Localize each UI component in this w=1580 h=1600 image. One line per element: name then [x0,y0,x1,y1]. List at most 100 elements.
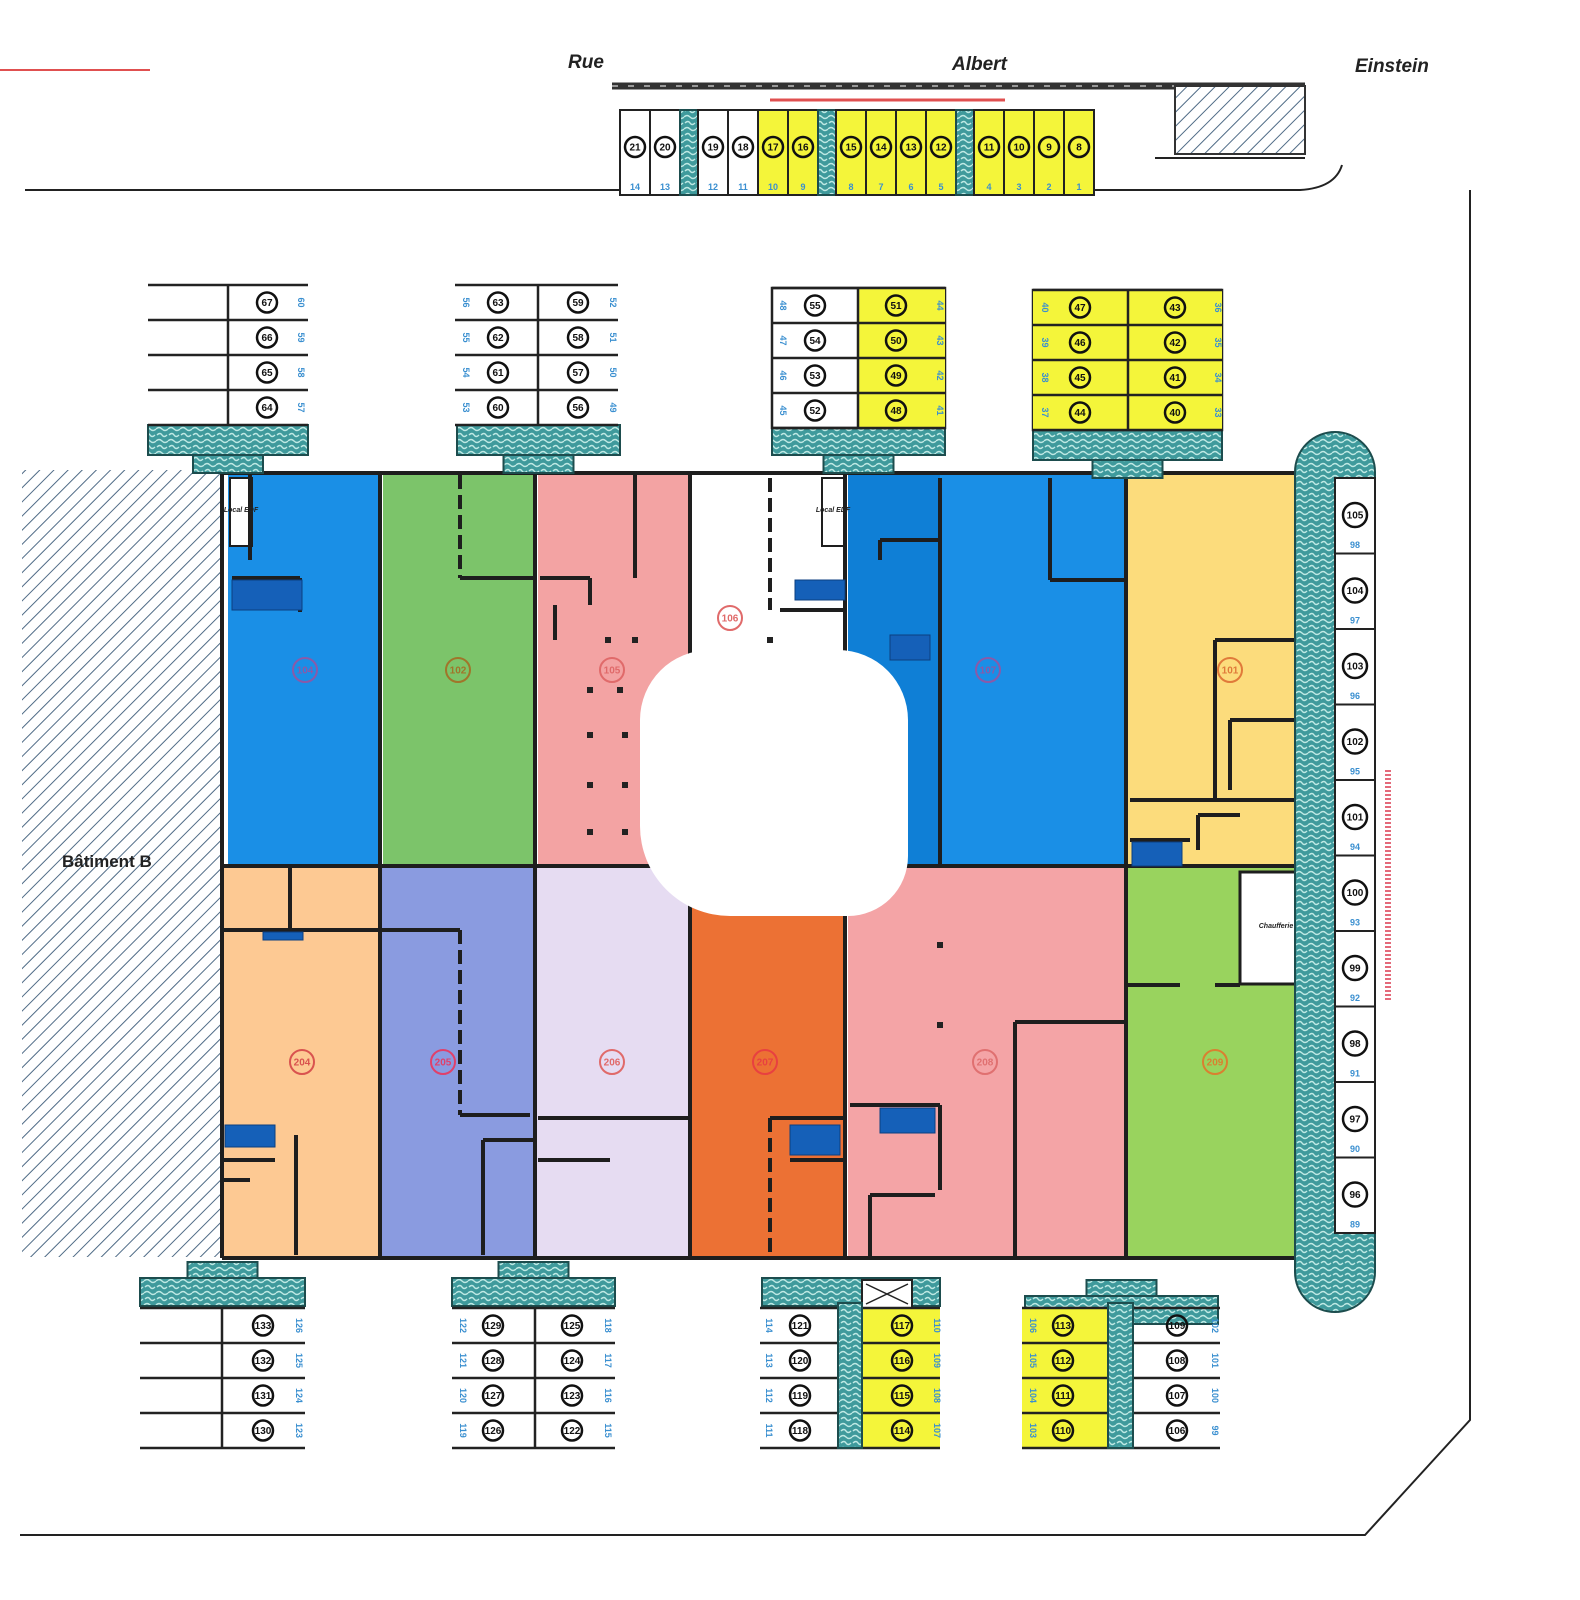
parking-number: 126 [485,1426,502,1437]
parking-stall[interactable] [1334,628,1376,706]
unit-104[interactable] [228,475,380,865]
parking-number: 100 [1347,888,1364,899]
parking-number: 14 [875,143,887,154]
parking-number-circle [1051,1314,1075,1337]
parking-stall[interactable] [1334,930,1376,1008]
parking-number-circle [566,361,590,384]
parking-stall[interactable] [649,109,681,196]
parking-number-circle [1163,296,1187,319]
planter-strip [1107,1302,1134,1449]
parking-sub-number: 98 [1350,540,1360,550]
unit-number-label: 207 [757,1058,774,1069]
parking-number-circle [1341,728,1369,755]
parking-sub-number: 59 [296,332,306,342]
parking-sub-number: 49 [608,402,618,412]
parking-number-circle [791,135,815,159]
parking-number-circle [1165,1314,1189,1337]
parking-sub-number: 40 [1040,302,1050,312]
parking-sub-number: 107 [932,1423,942,1438]
parking-number-circle [884,294,908,317]
parking-number: 65 [261,368,273,379]
parking-stall[interactable] [727,109,759,196]
parking-number-circle [884,364,908,387]
parking-sub-number: 41 [935,405,945,415]
parking-sub-number: 91 [1350,1069,1360,1079]
parking-number-circle [890,1349,914,1372]
planter-bottom-0 [139,1277,306,1307]
parking-stall[interactable] [1334,1156,1376,1234]
parking-stall[interactable] [787,109,819,196]
parking-number-circle [701,135,725,159]
parking-highlight [1022,1343,1108,1378]
parking-stall[interactable] [1334,477,1376,555]
parking-sub-number: 110 [932,1318,942,1333]
parking-number: 114 [894,1426,911,1437]
parking-number-circle [1007,135,1031,159]
parking-number-circle [255,361,279,384]
parking-stall[interactable] [865,109,897,196]
parking-sub-number: 101 [1210,1353,1220,1368]
unit-206[interactable] [537,868,690,1258]
parking-stall[interactable] [1334,779,1376,857]
column [587,687,593,693]
parking-number: 46 [1074,338,1086,349]
parking-sub-number: 106 [1028,1318,1038,1333]
building-b-hatch [22,470,222,1257]
parking-number: 48 [890,406,902,417]
parking-sub-number: 126 [294,1318,304,1333]
unit-207[interactable] [690,868,845,1258]
parking-sub-number: 46 [778,370,788,380]
unit-number-circle [972,1049,998,1075]
parking-number: 131 [255,1391,272,1402]
parking-stall[interactable] [1334,703,1376,781]
unit-number-circle [430,1049,456,1075]
parking-sub-number: 96 [1350,691,1360,701]
unit-number-circle [975,657,1001,683]
unit-205[interactable] [380,868,535,1258]
parking-stall[interactable] [1063,109,1095,196]
parking-number: 17 [767,143,779,154]
parking-sub-number: 37 [1040,407,1050,417]
parking-number-circle [1341,1030,1369,1057]
parking-number-circle [869,135,893,159]
column [605,637,611,643]
parking-number: 50 [890,336,902,347]
parking-stall[interactable] [1334,854,1376,932]
parking-stall[interactable] [697,109,729,196]
column [587,782,593,788]
column [587,732,593,738]
parking-sub-number: 121 [458,1353,468,1368]
parking-number: 124 [564,1356,581,1367]
parking-number-circle [560,1349,584,1372]
local-edf-label-left: Local EDF [224,507,259,514]
parking-number: 116 [894,1356,911,1367]
parking-number: 115 [894,1391,911,1402]
unit-number-circle [445,657,471,683]
parking-highlight [1022,1308,1108,1343]
parking-stall[interactable] [619,109,651,196]
parking-number: 64 [261,403,273,414]
parking-number-circle [1051,1349,1075,1372]
parking-stall[interactable] [925,109,957,196]
unit-number-label: 107 [980,666,997,677]
parking-highlight [1128,290,1222,325]
unit-number-circle [717,605,743,631]
parking-number: 18 [737,143,749,154]
unit-number-label: 205 [435,1058,452,1069]
parking-number: 56 [572,403,584,414]
unit-number-circle [599,1049,625,1075]
parking-number: 117 [894,1321,911,1332]
parking-stall[interactable] [835,109,867,196]
parking-number-circle [1341,652,1369,680]
hatched-area-top-right [1174,85,1306,155]
parking-number-circle [1165,1419,1189,1442]
parking-number: 16 [797,143,809,154]
parking-sub-number: 114 [764,1318,774,1333]
parking-number-circle [1341,879,1369,906]
column [937,1022,943,1028]
parking-highlight [862,1308,940,1343]
parking-stall[interactable] [895,109,927,196]
planter-bottom-1 [451,1277,616,1307]
parking-highlight [862,1343,940,1378]
planter-stem [822,454,895,474]
